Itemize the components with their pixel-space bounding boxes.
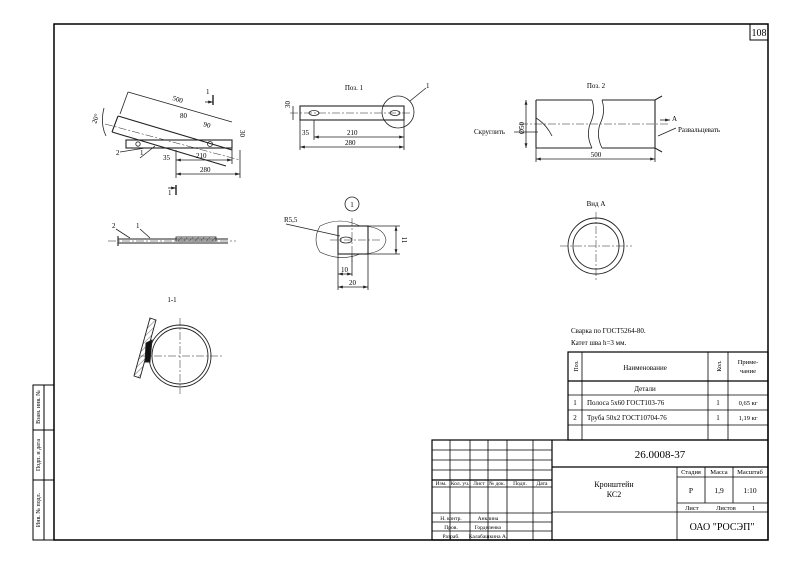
dim-500: 500 — [171, 94, 184, 105]
section-mark-bottom: 1 — [168, 189, 172, 197]
pos1-dim-210: 210 — [347, 129, 358, 137]
dim-90: 90 — [202, 120, 212, 130]
sheets-label: Листов — [716, 505, 736, 512]
col-header-count: Кол. уч. — [451, 481, 470, 487]
person-developed: Калабашкина А. — [469, 533, 508, 540]
pos1-dim-35: 35 — [302, 129, 310, 137]
role-norm-control: Н. контр. — [440, 516, 462, 522]
pos2-dia: Ø50 — [518, 121, 526, 134]
assembly-view — [102, 91, 241, 195]
col-header-sheet: Лист — [473, 481, 485, 487]
detail1-dim-20: 20 — [349, 279, 357, 287]
side-view-label-1: 1 — [136, 222, 140, 230]
spec-row-1-name: Полоса 5х60 ГОСТ103-76 — [587, 399, 665, 407]
assembly-dims: 500 20° 80 90 30 35 210 280 1 2 1 1 — [90, 88, 246, 197]
sheets-value: 1 — [752, 505, 755, 512]
mass-value: 1,9 — [714, 486, 724, 495]
title-block-col-headers: Изм. Кол. уч. Лист № док. Подп. Дата — [436, 481, 549, 487]
viewA-view — [560, 212, 632, 280]
pos2-length: 500 — [591, 151, 602, 159]
pos2-title: Поз. 2 — [587, 82, 606, 90]
role-checked: Пров. — [444, 525, 458, 531]
pos2-dims: Ø50 500 Скруглить Развальцевать А — [474, 115, 720, 159]
dim-30: 30 — [238, 130, 246, 138]
sheet-frame — [53, 23, 769, 541]
spec-row-1-pos: 1 — [573, 399, 577, 407]
pos1-view — [290, 87, 427, 150]
title-block-roles: Н. контр. Пров. Разраб. Анклина Горделен… — [440, 516, 508, 540]
sheet-label: Лист — [685, 505, 699, 512]
spec-header-note1: Приме- — [738, 359, 759, 366]
role-developed: Разраб. — [442, 533, 460, 540]
spec-row-2-qty: 1 — [716, 414, 720, 422]
pos1-dim-30: 30 — [284, 101, 292, 109]
person-checked: Горделенко — [475, 525, 502, 531]
spec-row-1-note: 0,65 кг — [739, 400, 758, 407]
col-header-sign: Подп. — [513, 481, 527, 487]
dim-80: 80 — [180, 112, 188, 120]
detail1-dim-11: 11 — [400, 237, 408, 244]
detail1-view — [285, 196, 400, 290]
pos1-title: Поз. 1 — [345, 84, 364, 92]
assembly-label-1: 1 — [140, 149, 144, 157]
mass-label: Масса — [710, 469, 728, 476]
section-mark-top: 1 — [206, 88, 210, 96]
part-name-line1: Кронштейн — [594, 480, 634, 489]
side-label-inv: Инв. № подл. — [36, 492, 42, 527]
detail1-dims: 1 R5,5 11 10 20 — [284, 201, 408, 287]
spec-header-note2: чание — [740, 368, 756, 375]
dim-35: 35 — [163, 154, 171, 162]
weld-leg-note: Катет шва h=3 мм. — [571, 339, 626, 347]
viewA-title: Вид А — [587, 200, 606, 208]
spec-header-pos: Поз. — [574, 360, 580, 372]
side-label-replace: Взам. инв. № — [36, 390, 42, 424]
doc-code: 26.0008-37 — [635, 449, 686, 461]
spec-header-qty: Кол. — [717, 360, 723, 372]
col-header-doc: № док. — [489, 481, 506, 487]
spec-row-2-note: 1,19 кг — [739, 415, 758, 422]
side-view-label-2: 2 — [112, 222, 116, 230]
col-header-date: Дата — [537, 481, 549, 487]
spec-header-name: Наименование — [623, 364, 667, 372]
spec-table — [567, 351, 769, 441]
side-label-sign: Подп. и дата — [36, 439, 42, 471]
scale-label: Масштаб — [737, 469, 763, 476]
dim-280: 280 — [200, 166, 211, 174]
side-stamp — [32, 384, 55, 541]
spec-row-1-qty: 1 — [716, 399, 720, 407]
detail1-dim-10: 10 — [341, 266, 349, 274]
dim-angle: 20° — [90, 113, 101, 125]
pos1-callout: 1 — [426, 82, 430, 90]
spec-row-2-pos: 2 — [573, 414, 577, 422]
pos2-label-flare: Развальцевать — [678, 126, 720, 134]
side-view — [108, 228, 236, 246]
title-block — [431, 439, 769, 541]
assembly-label-2: 2 — [116, 149, 120, 157]
pos1-dim-280: 280 — [345, 139, 356, 147]
detail1-radius: R5,5 — [284, 216, 298, 224]
section-title: 1-1 — [167, 296, 177, 304]
stage-label: Стадия — [681, 469, 701, 476]
part-name-line2: КС2 — [607, 490, 621, 499]
person-norm-control: Анклина — [478, 516, 499, 522]
scale-value: 1:10 — [743, 486, 757, 495]
pos2-view-letter: А — [672, 115, 677, 123]
pos1-dims: 30 35 210 280 1 — [284, 82, 430, 147]
spec-row-2-name: Труба 50х2 ГОСТ10704-76 — [587, 414, 667, 422]
dim-210: 210 — [196, 152, 207, 160]
company-name: ОАО "РОСЭП" — [690, 522, 755, 533]
detail1-circle-label: 1 — [350, 201, 354, 209]
page-number: 108 — [752, 28, 767, 39]
pos2-label-round: Скруглить — [474, 128, 505, 136]
welding-note: Сварка по ГОСТ5264-80. — [571, 327, 646, 335]
stage-value: Р — [689, 486, 693, 495]
section-view — [133, 317, 222, 394]
pos2-view — [514, 95, 677, 162]
col-header-change: Изм. — [436, 481, 448, 487]
spec-section-title: Детали — [634, 385, 656, 393]
